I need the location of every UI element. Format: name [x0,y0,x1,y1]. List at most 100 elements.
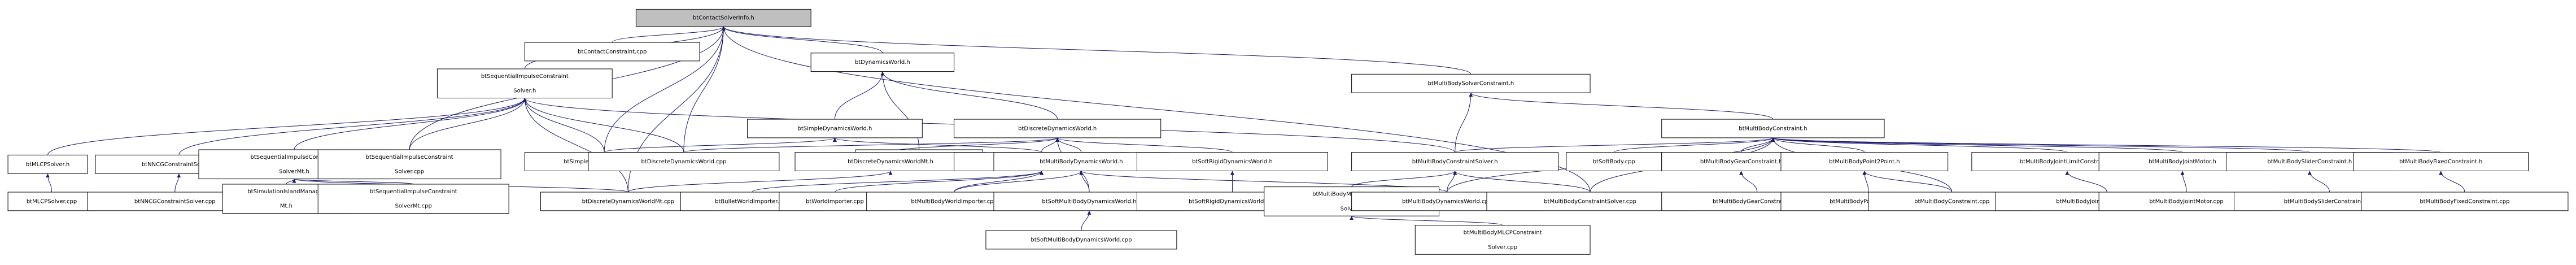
node-label: btMultiBodyJointMotor.h [2149,159,2216,165]
node-box [1780,152,1949,172]
edge-mbslider-to-mbslidercpp [2307,171,2330,193]
node-label: btMultiBodyWorldImporter.cpp [911,198,997,205]
node-label: btMultiBodyDynamicsWorld.cpp [1402,198,1492,205]
node-sdw[interactable]: btSimpleDynamicsWorld.h [747,119,923,138]
edge-mbc-to-mbslider [1771,137,2310,153]
node-box [524,42,700,62]
node-mbfixed[interactable]: btMultiBodyFixedConstraint.h [2353,152,2529,172]
edge-mbjll-to-mbjllcpp [2065,171,2107,193]
node-ccpp[interactable]: btContactConstraint.cpp [524,42,700,62]
node-label: btMultiBodyConstraintSolver.h [1412,159,1498,165]
node-root[interactable]: btContactSolverInfo.h [635,8,811,27]
node-label: btMultiBodySliderConstraint.h [2267,159,2352,165]
edge-mbfixed-to-mbfixedcpp [2439,171,2465,193]
node-box [7,154,88,174]
node-label: btSequentialImpulseConstraint [366,154,453,160]
node-mbsolver[interactable]: btMultiBodySolverConstraint.h [1351,73,1591,93]
node-label: btMultiBodyFixedConstraint.h [2399,159,2482,165]
edge-mbsolver-to-mbc [1469,92,1774,120]
node-box [635,8,811,27]
node-ddw[interactable]: btDiscreteDynamicsWorld.h [954,119,1162,138]
node-label: btSoftRigidDynamicsWorld.h [1192,159,1273,165]
edge-mbc-to-mbcs [1455,137,1775,153]
edge-mbp2p-to-mbccpp [1862,171,1953,193]
edge-mbgear-to-mbgearcpp [1739,171,1758,193]
node-mbfixedcpp[interactable]: btMultiBodyFixedConstraint.cpp [2361,192,2569,211]
node-box [317,149,501,180]
node-smbdwcpp[interactable]: btSoftMultiBodyDynamicsWorld.cpp [985,230,1177,250]
edge-seq-to-seqmt [294,98,527,150]
node-label: btSoftBody.cpp [1593,159,1635,165]
edge-mbc-to-mbp2p [1771,137,1865,153]
node-label: btBulletWorldImporter.cpp [715,198,789,205]
node-label: btMultiBodyFixedConstraint.cpp [2420,198,2509,205]
node-label: btSequentialImpulseConstraint [251,154,338,160]
node-box [954,119,1162,138]
node-mbcscpp[interactable]: btMultiBodyConstraintSolver.cpp [1486,192,1694,211]
node-mbcs[interactable]: btMultiBodyConstraintSolver.h [1351,152,1559,172]
node-label: Mt.h [280,203,292,210]
edge-seq-to-seqcpp [409,98,527,150]
node-label: SolverMt.cpp [395,203,431,210]
node-seqmtcpp[interactable]: btSequentialImpulseConstraintSolverMt.cp… [317,184,509,214]
edge-root-to-sdwcpp [604,26,726,153]
edge-dw-to-sdw [834,71,885,120]
node-mlcp[interactable]: btMLCPSolver.h [7,154,88,174]
node-label: btMultiBodySolverConstraint.h [1427,81,1514,87]
node-dw[interactable]: btDynamicsWorld.h [810,53,955,72]
edge-mbc-to-sbcpp [1613,137,1775,153]
edge-nncg-to-nncgcpp [174,173,181,193]
node-ddwcpp[interactable]: btDiscreteDynamicsWorld.cpp [588,152,780,172]
node-box [985,230,1177,250]
node-mbp2p[interactable]: btMultiBodyPoint2Point.h [1780,152,1949,172]
node-label: btMLCPSolver.cpp [27,198,77,205]
node-label: btSequentialImpulseConstraint [481,73,569,80]
node-srdw[interactable]: btSoftRigidDynamicsWorld.h [1136,152,1328,172]
node-label: btDiscreteDynamicsWorld.h [1018,125,1097,132]
node-label: btMultiBodyDynamicsWorld.h [1040,159,1123,165]
node-label: btSimpleDynamicsWorld.h [797,125,872,132]
edge-ddw-to-ddwcpp [683,137,1059,153]
edge-mlcp-to-mlcpcpp [45,173,53,193]
edge-root-to-ccpp [612,26,726,43]
node-label: btDynamicsWorld.h [855,59,910,66]
node-box [588,152,780,172]
node-label: btContactConstraint.cpp [578,49,647,55]
node-box [1566,152,1662,172]
node-sbcpp[interactable]: btSoftBody.cpp [1566,152,1662,172]
node-label: btSoftMultiBodyDynamicsWorld.h [1042,198,1136,205]
edge-dw-to-ddw [880,71,1058,120]
edge-seq-to-mlcp [47,98,527,155]
node-mlcpcpp[interactable]: btMLCPSolver.cpp [7,192,96,211]
node-label: btMultiBodyMLCPConstraint [1464,230,1542,236]
edge-root-to-mbsolver [722,26,1472,75]
edge-mbcs-to-mbcscpp [1453,171,1591,193]
node-label: Solver.cpp [1488,244,1517,250]
edge-mbcs-to-mbmlcp [1351,171,1457,188]
node-label: btDiscreteDynamicsWorld.cpp [641,159,726,165]
node-label: btMultiBodySliderConstraint.cpp [2284,198,2376,205]
node-label: btMultiBodyPoint2Point.h [1829,159,1900,165]
node-box [1661,119,1885,138]
edge-mbsolver-to-mbcs [1455,93,1473,153]
node-box [1414,225,1591,255]
node-box [810,53,955,72]
node-label: Solver.h [513,88,536,94]
node-box [1351,152,1559,172]
edge-root-to-dw [721,26,883,54]
edge-mbc-to-mbjm [1771,137,2183,153]
node-box [2361,192,2569,211]
node-box [2353,152,2529,172]
nodes-layer: btContactSolverInfo.h btContactConstraint… [7,8,2569,255]
node-label: btSimulationIslandManager [247,189,325,195]
node-mbc[interactable]: btMultiBodyConstraint.h [1661,119,1885,138]
node-label: Solver.cpp [395,169,424,175]
node-label: btDiscreteDynamicsWorldMt.cpp [582,198,674,205]
edge-mbc-to-mbfixed [1771,137,2442,153]
edges-layer [45,26,2465,231]
edge-root-to-ddwcpp [683,26,726,153]
